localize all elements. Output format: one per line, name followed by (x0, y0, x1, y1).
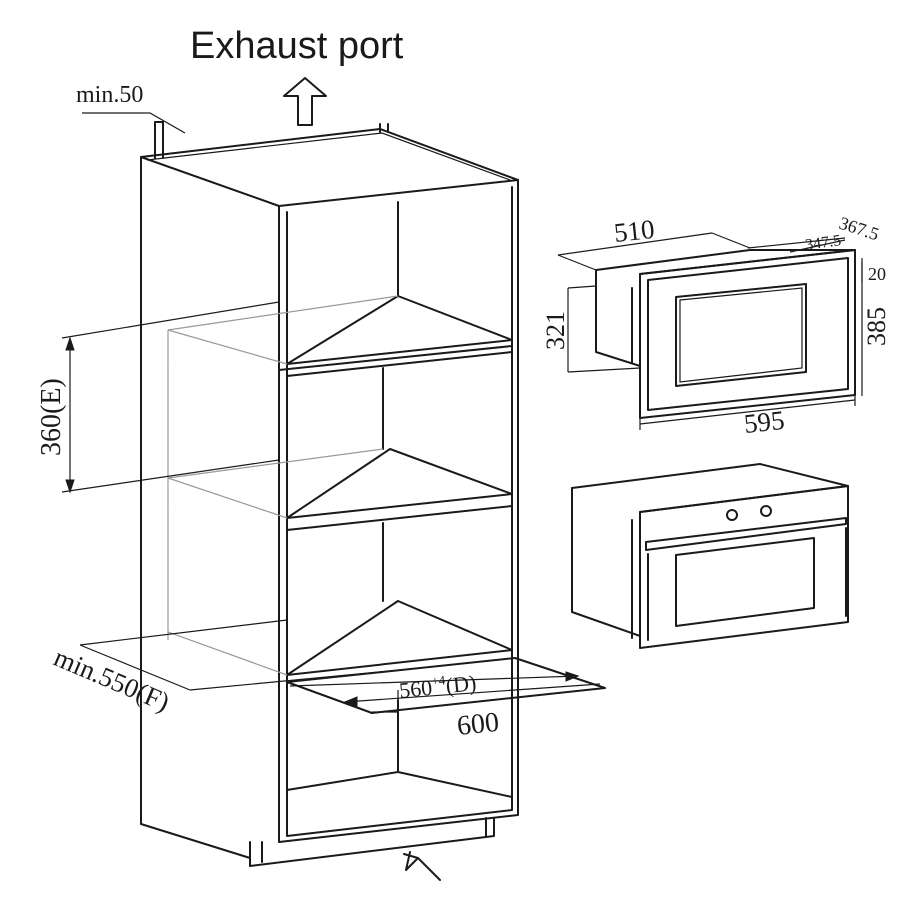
up-arrow-icon (283, 77, 327, 126)
niche-floor-outline (286, 657, 606, 714)
leader-min-gap-top (82, 112, 186, 134)
label-cabinet-width: 600 (455, 707, 500, 742)
diagonal-arrow-icon (403, 851, 441, 881)
cabinet-top-post-left (154, 121, 164, 159)
label-oven-front-width: 595 (742, 405, 785, 439)
label-min-gap-top: min.50 (76, 82, 143, 108)
cabinet-hidden-edges (167, 329, 288, 676)
cabinet-shelf-3 (286, 649, 513, 676)
oven-knob-left (726, 509, 738, 521)
cabinet-left-side (140, 156, 251, 863)
oven-side-face (571, 487, 641, 637)
label-height-e: 360(E) (36, 378, 67, 456)
oven-window (675, 283, 807, 387)
oven-knob-right (760, 505, 772, 517)
label-oven-top-inner: 347.5 (804, 232, 842, 254)
label-oven-front-height: 385 (862, 307, 891, 346)
oven-top-face (571, 463, 849, 513)
oven-door-handle (645, 517, 847, 551)
label-oven-top-small: 20 (868, 264, 886, 284)
cabinet-shelf-2 (286, 493, 513, 531)
cabinet-shelf-1 (286, 339, 513, 377)
oven-door-window (675, 537, 815, 627)
diagram-title: Exhaust port (190, 25, 404, 67)
cabinet-plinth (249, 817, 495, 867)
cabinet-front-frame (278, 179, 519, 843)
label-oven-body-height: 321 (541, 311, 570, 350)
label-oven-top-outer: 367.5 (837, 213, 882, 245)
dimension-height-e: 360(E) (36, 301, 280, 494)
cabinet (140, 121, 519, 867)
oven-body-side (595, 269, 641, 367)
label-oven-depth: 510 (612, 214, 655, 248)
oven-dimension-drawing: 510 347.5 367.5 20 321 385 595 (541, 213, 891, 439)
cabinet-top-face (140, 128, 519, 207)
dimension-width-d: 560+4(D) (286, 657, 606, 730)
dimension-cabinet-width: 600 (343, 683, 601, 742)
oven-front-panel (639, 249, 856, 419)
oven-front-face (639, 485, 849, 649)
oven-perspective-drawing (571, 463, 849, 649)
label-depth-f: min.550(F) (50, 642, 174, 717)
